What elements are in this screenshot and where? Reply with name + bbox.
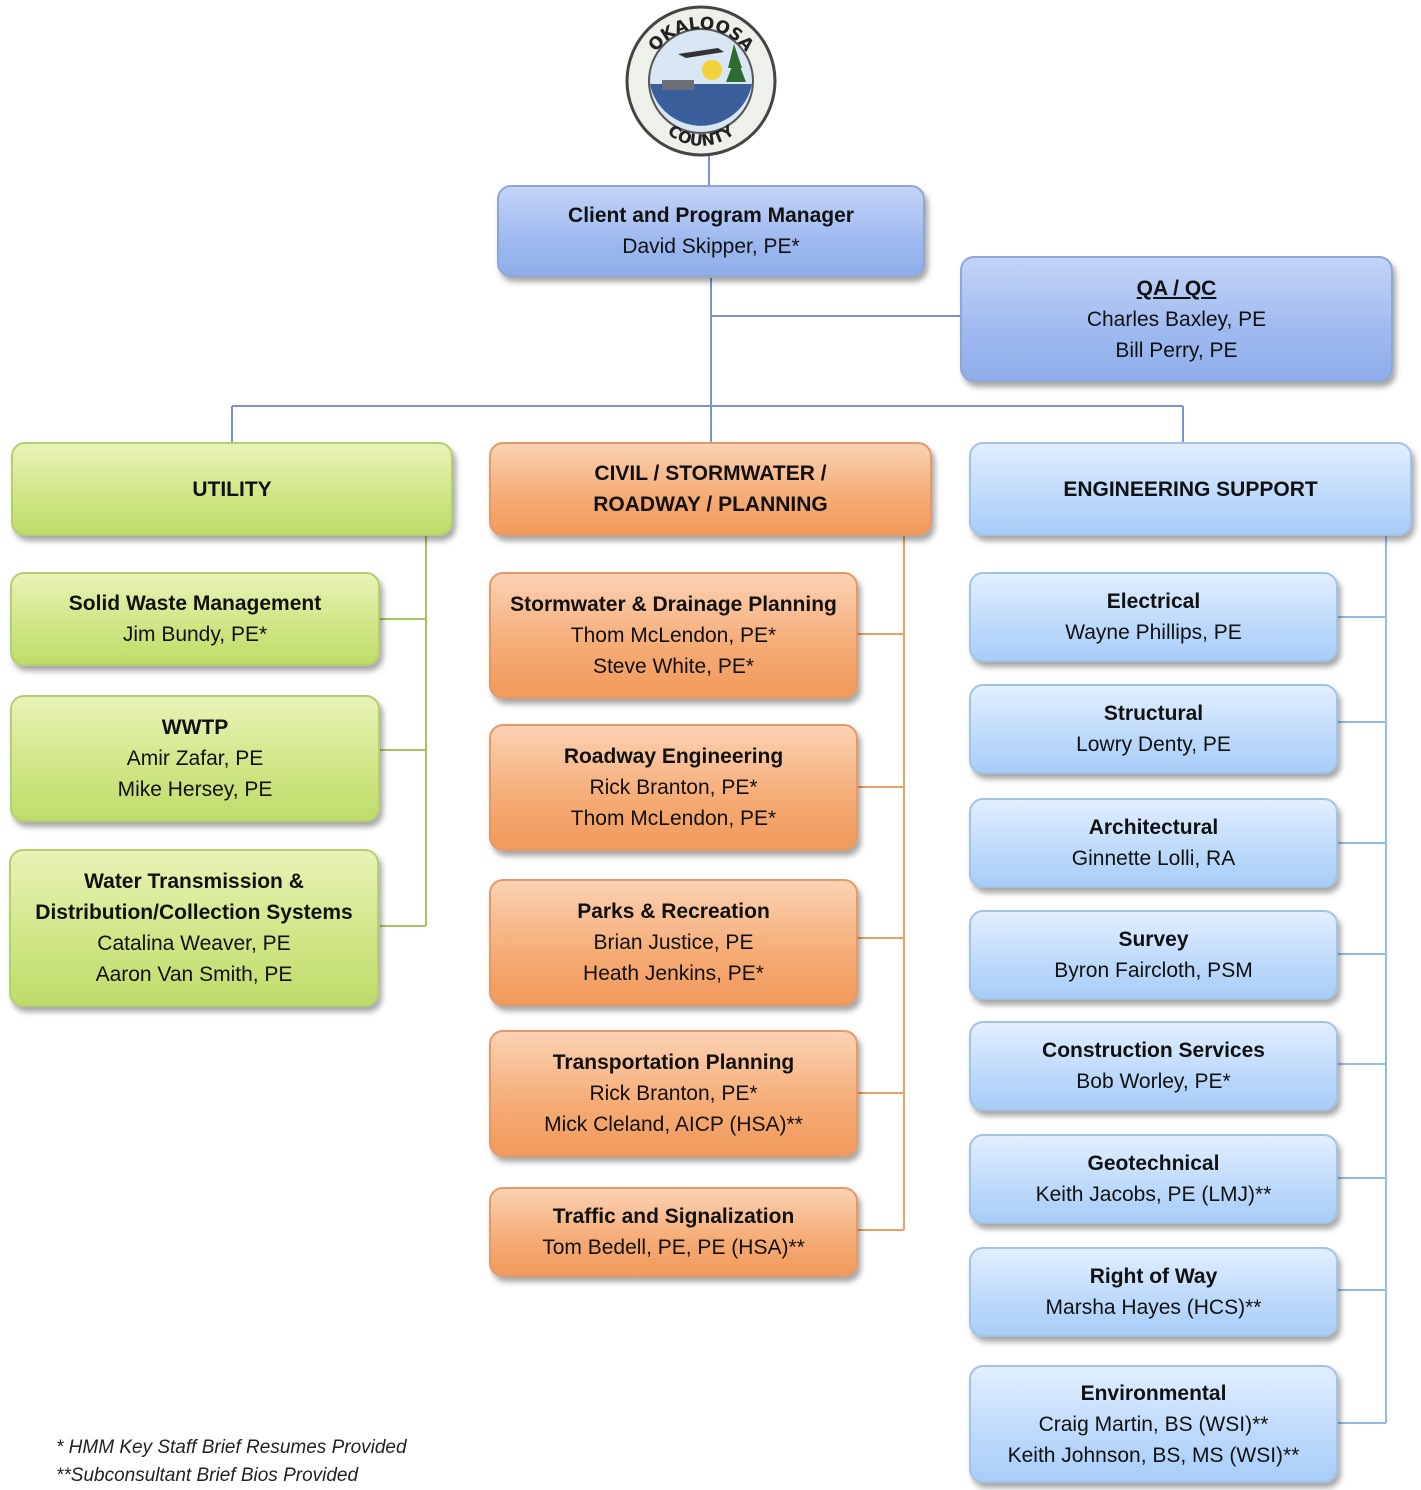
item-name: Steve White, PE* [592, 655, 755, 678]
footnote: **Subconsultant Brief Bios Provided [56, 1465, 359, 1486]
item-name: Keith Jacobs, PE (LMJ)** [1035, 1183, 1272, 1206]
civil-item: Transportation Planning Rick Branton, PE… [489, 1030, 858, 1157]
qaqc-box: QA / QC Charles Baxley, PE Bill Perry, P… [960, 256, 1393, 382]
engineering-item: Environmental Craig Martin, BS (WSI)** K… [969, 1365, 1338, 1483]
item-name: Rick Branton, PE* [589, 1082, 758, 1105]
item-name: Catalina Weaver, PE [97, 932, 291, 955]
engineering-item: Right of Way Marsha Hayes (HCS)** [969, 1247, 1338, 1337]
engineering-item: Architectural Ginnette Lolli, RA [969, 798, 1338, 888]
item-name: Byron Faircloth, PSM [1054, 959, 1253, 982]
civil-item: Roadway Engineering Rick Branton, PE* Th… [489, 724, 858, 851]
item-title: Geotechnical [1087, 1152, 1220, 1175]
item-title: Roadway Engineering [563, 745, 784, 768]
civil-item: Parks & Recreation Brian Justice, PE Hea… [489, 879, 858, 1006]
item-name: Craig Martin, BS (WSI)** [1038, 1412, 1269, 1436]
engineering-connectors [1338, 536, 1387, 1424]
item-title: Stormwater & Drainage Planning [510, 593, 837, 616]
item-title: Construction Services [1042, 1039, 1265, 1062]
civil-header-label: CIVIL / STORMWATER / [594, 462, 827, 485]
item-name: Aaron Van Smith, PE [95, 963, 293, 986]
civil-item: Traffic and Signalization Tom Bedell, PE… [489, 1187, 858, 1277]
utility-item: WWTP Amir Zafar, PE Mike Hersey, PE [10, 695, 380, 822]
manager-box: Client and Program Manager David Skipper… [497, 185, 925, 277]
footnote: * HMM Key Staff Brief Resumes Provided [56, 1437, 407, 1458]
civil-connectors [858, 536, 905, 1231]
item-name: Thom McLendon, PE* [570, 807, 777, 830]
item-title: Distribution/Collection Systems [35, 901, 353, 924]
engineering-item: Electrical Wayne Phillips, PE [969, 572, 1338, 662]
civil-header-label: ROADWAY / PLANNING [593, 493, 828, 516]
qaqc-title: QA / QC [1136, 276, 1217, 300]
engineering-header: ENGINEERING SUPPORT [969, 442, 1412, 536]
item-name: Brian Justice, PE [593, 931, 754, 954]
item-title: Survey [1118, 928, 1189, 951]
utility-item: Water Transmission & Distribution/Collec… [9, 849, 379, 1007]
item-title: Architectural [1088, 816, 1219, 839]
item-name: Rick Branton, PE* [589, 776, 758, 799]
item-name: Tom Bedell, PE, PE (HSA)** [542, 1236, 805, 1259]
manager-title: Client and Program Manager [568, 204, 854, 227]
item-title: Structural [1103, 702, 1204, 725]
item-name: Keith Johnson, BS, MS (WSI)** [1007, 1443, 1300, 1467]
engineering-header-label: ENGINEERING SUPPORT [1063, 477, 1318, 501]
utility-item: Solid Waste Management Jim Bundy, PE* [10, 572, 380, 666]
qaqc-name: Charles Baxley, PE [1086, 307, 1267, 331]
item-name: Lowry Denty, PE [1076, 733, 1231, 756]
county-seal-icon: OKALOOSA COUNTY [625, 5, 777, 157]
item-name: Jim Bundy, PE* [122, 623, 268, 646]
engineering-item: Structural Lowry Denty, PE [969, 684, 1338, 774]
item-title: Solid Waste Management [68, 592, 322, 615]
manager-name: David Skipper, PE* [622, 235, 800, 258]
qaqc-name: Bill Perry, PE [1115, 338, 1238, 362]
item-name: Marsha Hayes (HCS)** [1045, 1296, 1262, 1319]
utility-header: UTILITY [11, 442, 453, 536]
item-title: Electrical [1106, 590, 1201, 613]
item-title: Parks & Recreation [577, 900, 770, 923]
item-name: Mick Cleland, AICP (HSA)** [544, 1113, 803, 1136]
utility-connectors [380, 536, 427, 927]
item-title: Transportation Planning [552, 1051, 795, 1074]
item-name: Heath Jenkins, PE* [583, 962, 764, 985]
item-title: Right of Way [1089, 1265, 1218, 1288]
engineering-item: Construction Services Bob Worley, PE* [969, 1021, 1338, 1111]
item-title: Environmental [1080, 1381, 1227, 1405]
item-name: Ginnette Lolli, RA [1071, 847, 1236, 870]
civil-header: CIVIL / STORMWATER / ROADWAY / PLANNING [489, 442, 932, 536]
item-name: Thom McLendon, PE* [570, 624, 777, 647]
item-title: Traffic and Signalization [552, 1205, 795, 1228]
footnotes: * HMM Key Staff Brief Resumes Provided *… [56, 1434, 407, 1490]
item-title: Water Transmission & [84, 870, 304, 893]
item-name: Wayne Phillips, PE [1065, 621, 1242, 644]
engineering-item: Survey Byron Faircloth, PSM [969, 910, 1338, 1000]
item-name: Amir Zafar, PE [126, 747, 264, 770]
engineering-item: Geotechnical Keith Jacobs, PE (LMJ)** [969, 1134, 1338, 1224]
civil-item: Stormwater & Drainage Planning Thom McLe… [489, 572, 858, 699]
utility-header-label: UTILITY [192, 477, 272, 501]
item-name: Mike Hersey, PE [117, 778, 273, 801]
item-title: WWTP [161, 716, 229, 739]
item-name: Bob Worley, PE* [1076, 1070, 1231, 1093]
